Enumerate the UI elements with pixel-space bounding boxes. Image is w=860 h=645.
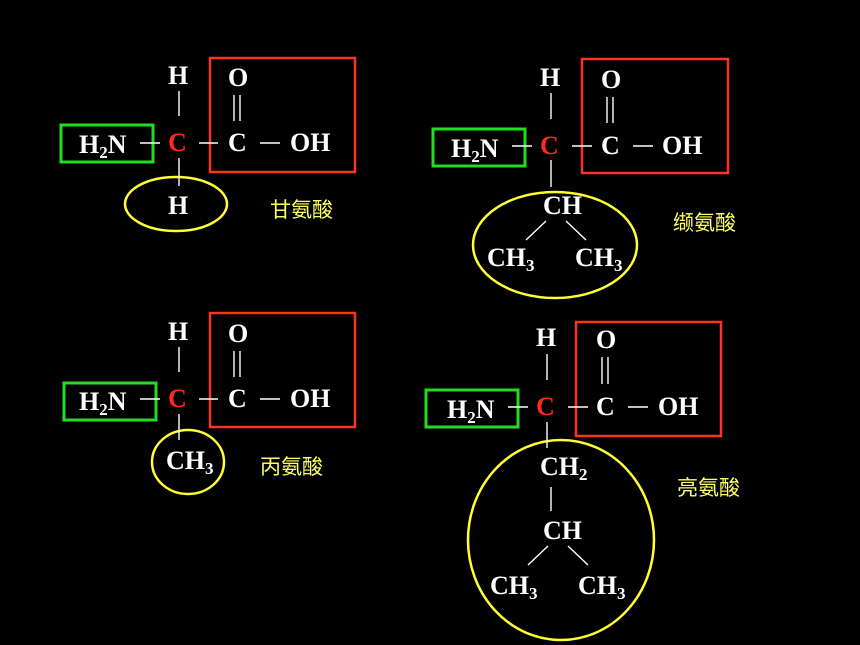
- carbonyl-carbon: C: [228, 384, 247, 413]
- molecule-name: 亮氨酸: [677, 476, 740, 500]
- molecule-glycine: H O H2N C C OH H 甘氨酸: [59, 56, 357, 233]
- amino-group-text: H2N: [79, 387, 127, 419]
- methylene-group: CH2: [540, 452, 588, 484]
- methyl-group: CH3: [166, 446, 214, 478]
- methyl-group-right: CH3: [575, 243, 623, 275]
- bond-branch-right: [565, 220, 587, 241]
- bond-branch-left: [525, 220, 547, 241]
- central-carbon: C: [168, 384, 187, 413]
- oxygen-atom: O: [601, 65, 621, 94]
- amino-group-box: [431, 127, 527, 168]
- hydroxyl-group: OH: [658, 392, 698, 421]
- oxygen-atom: O: [228, 319, 248, 348]
- bond-branch-left: [527, 545, 549, 566]
- methyl-group-right: CH3: [578, 571, 626, 603]
- central-carbon: C: [168, 128, 187, 157]
- amino-group-box: [424, 388, 520, 429]
- carboxyl-group-box: [208, 56, 357, 174]
- central-carbon: C: [536, 392, 555, 421]
- hydroxyl-group: OH: [662, 131, 702, 160]
- bond-branch-right: [567, 545, 589, 566]
- r-group-ring: [123, 175, 229, 233]
- amino-group-box: [62, 381, 158, 422]
- amino-group-text: H2N: [447, 395, 495, 427]
- carboxyl-group-box: [580, 57, 730, 175]
- oxygen-atom: O: [228, 63, 248, 92]
- hydrogen-atom-top: H: [536, 323, 556, 352]
- molecule-name: 缬氨酸: [673, 211, 736, 235]
- hydrogen-atom-top: H: [168, 61, 188, 90]
- molecule-alanine: H O H2N C C OH CH3 丙氨酸: [62, 311, 357, 496]
- central-carbon: C: [540, 131, 559, 160]
- amino-group-text: H2N: [451, 134, 499, 166]
- hydrogen-atom-top: H: [168, 317, 188, 346]
- hydrogen-atom-top: H: [540, 63, 560, 92]
- oxygen-atom: O: [596, 325, 616, 354]
- methine-group: CH: [543, 191, 582, 220]
- carbonyl-carbon: C: [596, 392, 615, 421]
- carbonyl-carbon: C: [228, 128, 247, 157]
- methine-group: CH: [543, 516, 582, 545]
- molecule-name: 甘氨酸: [270, 198, 333, 222]
- methyl-group-left: CH3: [490, 571, 538, 603]
- molecule-name: 丙氨酸: [260, 455, 323, 479]
- r-group-ring: [471, 190, 639, 300]
- methyl-group-left: CH3: [487, 243, 535, 275]
- molecule-leucine: H O H2N C C OH CH2 CH CH3 CH3 亮氨酸: [424, 320, 740, 642]
- carbonyl-carbon: C: [601, 131, 620, 160]
- carboxyl-group-box: [208, 311, 357, 429]
- amino-group-text: H2N: [79, 130, 127, 162]
- r-group-hydrogen: H: [168, 191, 188, 220]
- r-group-ring: [150, 428, 226, 496]
- molecule-valine: H O H2N C C OH CH CH3 CH3 缬氨酸: [431, 57, 736, 300]
- carboxyl-group-box: [574, 320, 723, 438]
- hydroxyl-group: OH: [290, 384, 330, 413]
- hydroxyl-group: OH: [290, 128, 330, 157]
- r-group-ring: [466, 438, 656, 642]
